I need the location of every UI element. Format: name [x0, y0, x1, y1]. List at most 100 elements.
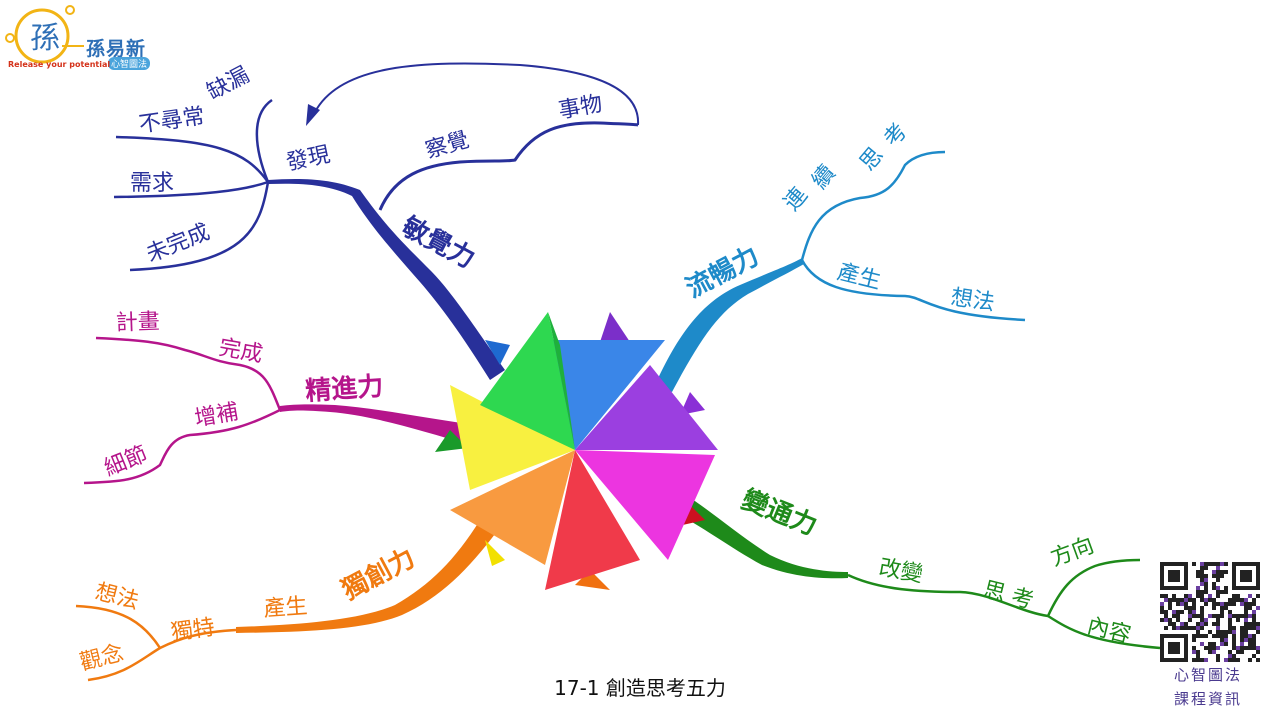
- qr-module: [1216, 594, 1220, 598]
- qr-module: [1244, 614, 1248, 618]
- qr-module: [1204, 658, 1208, 662]
- qr-module: [1216, 602, 1220, 606]
- qr-module: [1200, 594, 1204, 598]
- qr-module: [1212, 614, 1216, 618]
- qr-module: [1244, 606, 1248, 610]
- qr-module: [1216, 590, 1220, 594]
- qr-module: [1256, 626, 1260, 630]
- qr-module: [1216, 618, 1220, 622]
- qr-module: [1252, 610, 1256, 614]
- qr-module: [1200, 618, 1204, 622]
- qr-module: [1212, 622, 1216, 626]
- qr-module: [1216, 570, 1220, 574]
- qr-module: [1196, 594, 1200, 598]
- qr-module: [1204, 586, 1208, 590]
- branch-sensitivity-main-line: [268, 179, 505, 380]
- qr-module: [1252, 614, 1256, 618]
- node-unusual: 不尋常: [137, 104, 206, 138]
- qr-module: [1232, 654, 1236, 658]
- qr-module: [1252, 598, 1256, 602]
- qr-module: [1184, 626, 1188, 630]
- qr-module: [1192, 646, 1196, 650]
- qr-module: [1212, 574, 1216, 578]
- qr-module: [1212, 646, 1216, 650]
- star-facet-yellow: [450, 385, 575, 490]
- qr-module: [1248, 646, 1252, 650]
- node-discover: 發現: [284, 142, 332, 176]
- qr-module: [1208, 598, 1212, 602]
- qr-module: [1228, 654, 1232, 658]
- qr-module: [1212, 602, 1216, 606]
- qr-module: [1252, 634, 1256, 638]
- qr-module: [1192, 650, 1196, 654]
- qr-module: [1232, 646, 1236, 650]
- node-thing: 事物: [557, 92, 605, 124]
- branch-originality: 獨創力 產生 獨特 想法 觀念: [75, 520, 498, 682]
- branch-flexibility-label: 變通力: [737, 484, 821, 542]
- star-spike-yellow: [485, 540, 505, 566]
- branch-elaboration-sub-complete: [95, 336, 282, 411]
- qr-module: [1252, 602, 1256, 606]
- qr-module: [1248, 594, 1252, 598]
- qr-module: [1216, 578, 1220, 582]
- qr-module: [1228, 622, 1232, 626]
- qr-module: [1200, 590, 1204, 594]
- qr-module: [1220, 634, 1224, 638]
- qr-module: [1248, 602, 1252, 606]
- star-spike-darkgreen: [435, 430, 468, 452]
- qr-module: [1200, 622, 1204, 626]
- qr-module: [1248, 658, 1252, 662]
- qr-module: [1240, 598, 1244, 602]
- qr-module: [1224, 638, 1228, 642]
- diagram-caption: 17-1 創造思考五力: [554, 676, 726, 700]
- qr-module: [1220, 638, 1224, 642]
- qr-module: [1168, 618, 1172, 622]
- qr-module: [1208, 630, 1212, 634]
- node-needs: 需求: [130, 171, 174, 196]
- qr-module: [1188, 618, 1192, 622]
- qr-module: [1196, 654, 1200, 658]
- qr-module: [1256, 630, 1260, 634]
- qr-module: [1204, 566, 1208, 570]
- branch-elaboration-sub-supplement: [83, 408, 281, 485]
- qr-module: [1204, 578, 1208, 582]
- qr-module: [1204, 634, 1208, 638]
- qr-module: [1240, 614, 1244, 618]
- qr-module: [1244, 638, 1248, 642]
- qr-module: [1248, 642, 1252, 646]
- qr-finder: [1240, 570, 1252, 582]
- qr-module: [1160, 594, 1164, 598]
- qr-module: [1228, 598, 1232, 602]
- qr-module: [1236, 618, 1240, 622]
- branch-sensitivity-sub-unusual: [115, 135, 270, 183]
- qr-module: [1192, 602, 1196, 606]
- qr-module: [1192, 658, 1196, 662]
- qr-module: [1216, 658, 1220, 662]
- qr-module: [1228, 618, 1232, 622]
- branch-elaboration-main-line: [280, 404, 475, 445]
- qr-module: [1256, 622, 1260, 626]
- qr-module: [1188, 598, 1192, 602]
- qr-module: [1220, 574, 1224, 578]
- qr-module: [1220, 630, 1224, 634]
- qr-module: [1212, 586, 1216, 590]
- qr-module: [1192, 634, 1196, 638]
- qr-module: [1224, 602, 1228, 606]
- qr-module: [1240, 626, 1244, 630]
- qr-module: [1160, 618, 1164, 622]
- qr-module: [1220, 590, 1224, 594]
- qr-module: [1208, 614, 1212, 618]
- star-facet-green: [480, 312, 575, 450]
- qr-module: [1164, 594, 1168, 598]
- qr-module: [1256, 650, 1260, 654]
- logo-dot-left: [5, 33, 15, 43]
- qr-module: [1228, 626, 1232, 630]
- qr-module: [1212, 562, 1216, 566]
- branch-fluency-sub-continuous: [800, 150, 946, 261]
- branch-elaboration: 精進力 完成 計畫 增補 細節: [83, 309, 475, 485]
- qr-module: [1240, 642, 1244, 646]
- qr-module: [1204, 598, 1208, 602]
- qr-module: [1180, 598, 1184, 602]
- qr-module: [1244, 598, 1248, 602]
- branch-originality-main-line: [236, 520, 498, 633]
